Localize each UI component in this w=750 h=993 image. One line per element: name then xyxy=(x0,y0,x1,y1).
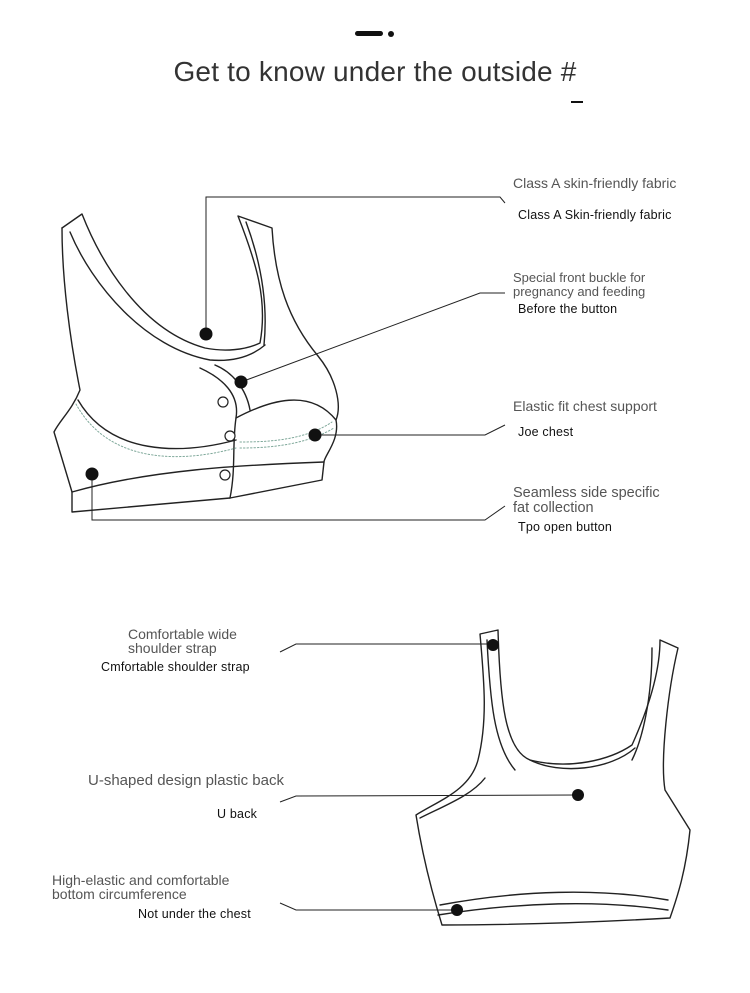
page-title: Get to know under the outside # xyxy=(173,56,577,87)
callout-band-label-1: High-elastic and comfortable xyxy=(52,872,230,888)
callout-side-label-2: fat collection xyxy=(513,500,594,516)
decorative-dot xyxy=(388,31,394,37)
callout-uback-sub: U back xyxy=(217,807,258,821)
callout-fabric-sub: Class A Skin-friendly fabric xyxy=(518,208,672,222)
callout-band-label-2: bottom circumference xyxy=(52,886,187,902)
callout-chest-sub: Joe chest xyxy=(518,425,574,439)
callout-side-sub: Tpo open button xyxy=(518,520,613,534)
front-buttons xyxy=(217,396,236,481)
callout-buckle-label-1: Special front buckle for xyxy=(513,270,646,285)
callout-side-label-1: Seamless side specific xyxy=(513,485,660,501)
callout-band-sub: Not under the chest xyxy=(138,907,251,921)
bra-front-illustration xyxy=(53,213,339,513)
callout-chest-label: Elastic fit chest support xyxy=(513,398,657,414)
title-underline xyxy=(571,101,583,103)
callout-buckle-label-2: pregnancy and feeding xyxy=(513,284,646,299)
callout-uback-label: U-shaped design plastic back xyxy=(88,772,284,789)
callout-strap-sub: Cmfortable shoulder strap xyxy=(101,660,250,674)
callout-strap-label-1: Comfortable wide xyxy=(128,626,237,642)
callout-strap-label-2: shoulder strap xyxy=(128,640,217,656)
callout-buckle-sub: Before the button xyxy=(518,302,618,316)
callout-markers xyxy=(85,327,584,916)
decorative-bar xyxy=(355,31,383,36)
callout-lines xyxy=(91,196,579,911)
bra-back-illustration xyxy=(415,629,691,926)
callout-fabric-label: Class A skin-friendly fabric xyxy=(513,175,677,191)
